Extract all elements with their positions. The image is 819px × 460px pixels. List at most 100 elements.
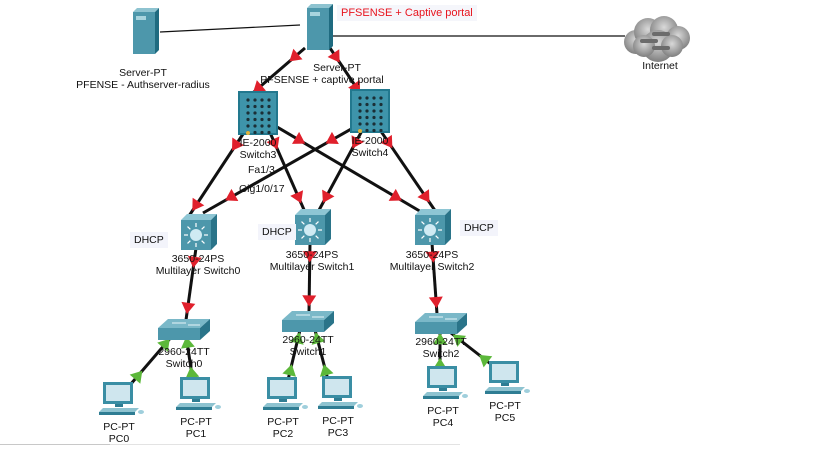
link-status-up-icon: [180, 336, 195, 349]
device-name: PC3: [327, 427, 349, 439]
link-status-up-icon: [479, 354, 493, 368]
device-internet[interactable]: [624, 16, 690, 62]
server-icon: [307, 4, 333, 50]
link-status-up-icon: [290, 332, 304, 345]
device-name: Multilayer Switch0: [155, 265, 241, 277]
device-switch3[interactable]: [238, 91, 278, 135]
device-sw0[interactable]: [158, 319, 210, 340]
pc-icon: [176, 377, 221, 410]
device-name: Internet: [642, 60, 678, 72]
label-pc3: PC-PT PC3: [322, 415, 354, 439]
label-mls2: 3650-24PS Multilayer Switch2: [390, 249, 475, 273]
link-status-down-icon: [351, 135, 364, 149]
workspace-divider: [0, 444, 110, 445]
link-status-down-icon: [327, 49, 340, 63]
device-name: PC1: [185, 428, 207, 440]
device-sw2[interactable]: [415, 313, 467, 334]
device-model: Server-PT: [119, 67, 167, 79]
label-mls1: 3650-24PS Multilayer Switch1: [270, 249, 355, 273]
link-status-up-icon: [282, 364, 296, 377]
multilayer-icon: [295, 209, 331, 245]
pc-icon: [423, 366, 468, 399]
device-model: PC-PT: [103, 421, 135, 433]
device-server-radius[interactable]: [133, 8, 159, 54]
device-model: PC-PT: [322, 415, 354, 427]
device-model: 3650-24PS: [171, 253, 225, 265]
link-status-down-icon: [292, 131, 306, 144]
device-model: PC-PT: [427, 405, 459, 417]
device-model: PC-PT: [180, 416, 212, 428]
server-icon: [133, 8, 159, 54]
device-pc1[interactable]: [176, 377, 221, 410]
workspace-divider: [110, 444, 460, 445]
link-status-up-icon: [311, 332, 326, 345]
link-status-down-icon: [388, 188, 402, 201]
port-label-gig1-0-17: Gig1/0/17: [239, 183, 285, 195]
label-sw0: 2960-24TT Switch0: [158, 346, 209, 370]
link-status-markers: [129, 48, 493, 384]
link-status-up-icon: [157, 338, 170, 352]
device-model: IE-2000: [239, 137, 277, 149]
device-name: Switch4: [351, 147, 389, 159]
cloud-icon: [624, 16, 690, 62]
link-server-radius-server-pfsense[interactable]: [159, 24, 301, 33]
device-name: PC4: [432, 417, 454, 429]
device-mls2[interactable]: [415, 209, 451, 245]
device-name: PFENSE - Authserver-radius: [76, 79, 210, 91]
device-model: IE-2000: [351, 135, 389, 147]
label-pc2: PC-PT PC2: [267, 416, 299, 440]
device-name: Multilayer Switch2: [389, 261, 475, 273]
link-status-down-icon: [225, 188, 239, 201]
pc-icon: [318, 376, 363, 409]
switch-icon: [282, 311, 334, 332]
label-server-radius: Server-PT PFENSE - Authserver-radius: [76, 67, 210, 91]
label-pc5: PC-PT PC5: [489, 400, 521, 424]
device-pc2[interactable]: [263, 377, 308, 410]
link-status-down-icon: [428, 296, 443, 309]
label-sw1: 2960-24TT Switch1: [282, 334, 333, 358]
label-server-pfsense: Server-PT PFSENSE + captive portal: [260, 62, 383, 86]
device-name: PC5: [494, 412, 516, 424]
device-mls0[interactable]: [181, 214, 217, 250]
link-status-down-icon: [290, 190, 304, 204]
device-model: 3650-24PS: [285, 249, 339, 261]
device-name: Switch2: [422, 348, 460, 360]
switch-icon: [158, 319, 210, 340]
multilayer-icon: [415, 209, 451, 245]
device-name: Switch0: [165, 358, 203, 370]
device-pc5[interactable]: [485, 361, 530, 394]
link-status-down-icon: [325, 131, 339, 145]
note-dhcp-mls0[interactable]: DHCP: [130, 232, 168, 248]
label-pc4: PC-PT PC4: [427, 405, 459, 429]
device-pc4[interactable]: [423, 366, 468, 399]
link-status-down-icon: [322, 189, 335, 203]
device-name: PFSENSE + captive portal: [260, 74, 384, 86]
switch-icon: [415, 313, 467, 334]
device-server-pfsense[interactable]: [307, 4, 333, 50]
port-label-fa1-3: Fa1/3: [248, 164, 275, 176]
pc-icon: [485, 361, 530, 394]
label-switch4: IE-2000 Switch4: [352, 135, 389, 159]
devices-layer: [99, 4, 690, 415]
label-internet: Internet: [642, 60, 678, 72]
label-mls0: 3650-24PS Multilayer Switch0: [156, 253, 241, 277]
device-model: PC-PT: [267, 416, 299, 428]
link-status-down-icon: [181, 301, 196, 314]
multilayer-icon: [181, 214, 217, 250]
device-model: 3650-24PS: [405, 249, 459, 261]
link-status-up-icon: [129, 370, 143, 384]
note-dhcp-mls2[interactable]: DHCP: [460, 220, 498, 236]
device-pc0[interactable]: [99, 382, 144, 415]
label-pc0: PC-PT PC0: [103, 421, 135, 445]
device-mls1[interactable]: [295, 209, 331, 245]
link-status-down-icon: [380, 134, 393, 149]
note-dhcp-mls1[interactable]: DHCP: [258, 224, 296, 240]
device-sw1[interactable]: [282, 311, 334, 332]
device-name: PC0: [108, 433, 130, 445]
device-model: 2960-24TT: [282, 334, 334, 346]
device-switch4[interactable]: [350, 89, 390, 133]
device-pc3[interactable]: [318, 376, 363, 409]
link-status-down-icon: [425, 251, 440, 263]
note-pfsense-captive-portal[interactable]: PFSENSE + Captive portal: [337, 5, 477, 21]
